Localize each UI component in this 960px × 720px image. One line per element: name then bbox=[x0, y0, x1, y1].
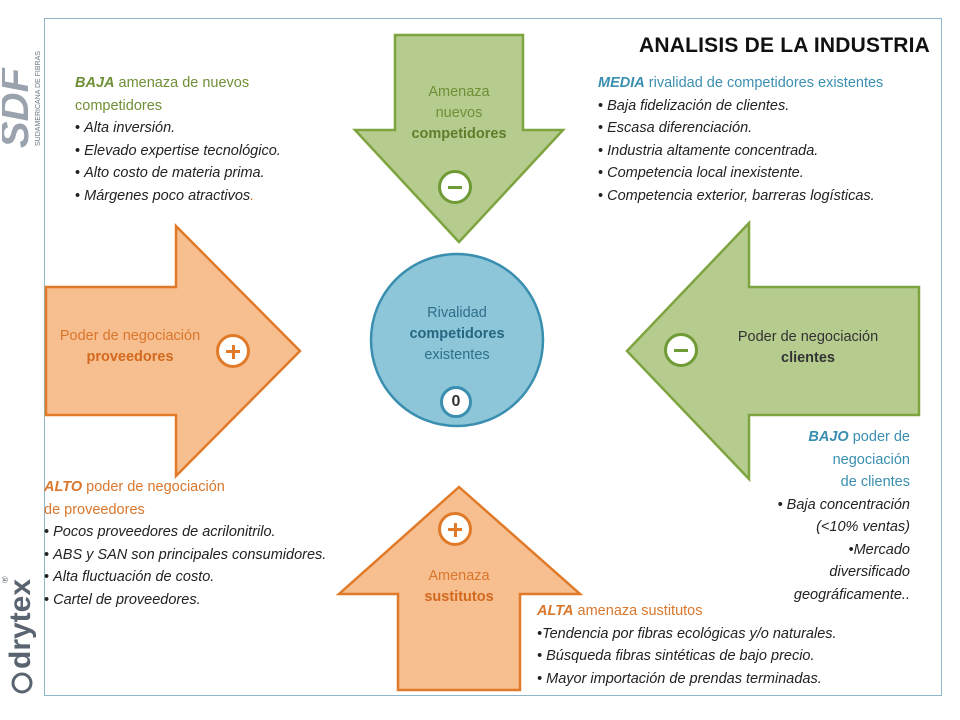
customers-label-line1: Poder de negociación bbox=[737, 329, 879, 345]
list-item: Alta fluctuación de costo. bbox=[44, 566, 384, 589]
company-logos: SDF SUDAMERICANA DE FIBRAS drytex ® bbox=[2, 51, 42, 694]
rivalry-level: MEDIA bbox=[598, 75, 645, 91]
suppliers-arrow bbox=[44, 222, 302, 480]
list-item: • Baja concentración bbox=[777, 496, 910, 513]
list-item-text: Búsqueda fibras sintéticas de bajo preci… bbox=[546, 648, 815, 664]
rivalry-label-line3: existentes bbox=[424, 347, 490, 363]
list-item: Márgenes poco atractivos. bbox=[75, 185, 375, 208]
list-item: •Mercado bbox=[848, 541, 911, 558]
list-item: geográficamente.. bbox=[793, 586, 910, 603]
drytex-logo-mark bbox=[11, 672, 33, 694]
list-item: Competencia exterior, barreras logística… bbox=[598, 185, 943, 208]
list-item: Industria altamente concentrada. bbox=[598, 140, 943, 163]
sdf-logo: SDF SUDAMERICANA DE FIBRAS bbox=[2, 51, 42, 148]
list-item: Cartel de proveedores. bbox=[44, 589, 384, 612]
suppliers-plus-icon bbox=[216, 334, 250, 368]
list-item: Competencia local inexistente. bbox=[598, 162, 943, 185]
customers-label-line2: clientes bbox=[781, 350, 835, 366]
list-item: Escasa diferenciación. bbox=[598, 117, 943, 140]
customers-heading-line3: de clientes bbox=[840, 474, 910, 490]
new-entrants-heading-text: amenaza de nuevos bbox=[114, 75, 250, 91]
list-item-text: Baja concentración bbox=[786, 496, 910, 513]
list-item: (<10% ventas) bbox=[816, 519, 910, 535]
substitutes-list: •Tendencia por fibras ecológicas y/o nat… bbox=[537, 623, 932, 691]
customers-minus-icon bbox=[664, 333, 698, 367]
substitutes-label: Amenaza sustitutos bbox=[398, 566, 520, 608]
rivalry-notes-heading: MEDIA rivalidad de competidores existent… bbox=[598, 72, 943, 95]
new-entrants-notes-heading: BAJA amenaza de nuevos bbox=[75, 72, 375, 95]
list-item-tail: . bbox=[250, 187, 255, 204]
substitutes-label-line1: Amenaza bbox=[428, 568, 490, 584]
substitutes-level: ALTA bbox=[537, 603, 574, 619]
substitutes-plus-icon bbox=[438, 512, 472, 546]
new-entrants-level: BAJA bbox=[75, 75, 115, 91]
list-item: Alto costo de materia prima. bbox=[75, 162, 375, 185]
rivalry-label-line2: competidores bbox=[409, 326, 505, 342]
suppliers-notes: ALTO poder de negociación de proveedores… bbox=[44, 476, 384, 611]
customers-notes-heading: BAJO poder de bbox=[730, 426, 910, 449]
suppliers-notes-heading: ALTO poder de negociación bbox=[44, 476, 384, 499]
new-entrants-label-line2: nuevos bbox=[435, 105, 483, 121]
list-item-text: Mayor importación de prendas terminadas. bbox=[546, 670, 822, 687]
new-entrants-notes: BAJA amenaza de nuevos competidores Alta… bbox=[75, 72, 375, 207]
customers-heading-line2: negociación bbox=[832, 451, 910, 468]
suppliers-label-line2: proveedores bbox=[86, 349, 174, 365]
rivalry-label-line1: Rivalidad bbox=[427, 305, 487, 321]
sdf-logo-text: SDF bbox=[2, 66, 37, 148]
rivalry-notes: MEDIA rivalidad de competidores existent… bbox=[598, 72, 943, 207]
list-item: • Búsqueda fibras sintéticas de bajo pre… bbox=[537, 648, 815, 664]
suppliers-heading-line2: de proveedores bbox=[44, 501, 145, 518]
drytex-logo-text: drytex bbox=[4, 579, 37, 669]
new-entrants-label-line3: competidores bbox=[411, 126, 507, 142]
substitutes-arrow bbox=[335, 485, 584, 692]
suppliers-level: ALTO bbox=[44, 479, 83, 495]
substitutes-notes-heading: ALTA amenaza sustitutos bbox=[537, 600, 932, 623]
list-item: Baja fidelización de clientes. bbox=[598, 95, 943, 118]
drytex-logo: drytex ® bbox=[2, 576, 37, 694]
list-item-text: Márgenes poco atractivos bbox=[84, 187, 251, 204]
customers-label: Poder de negociación clientes bbox=[718, 327, 898, 369]
page-title: ANALISIS DE LA INDUSTRIA bbox=[638, 34, 930, 57]
new-entrants-label: Amenaza nuevos competidores bbox=[395, 82, 523, 145]
list-item: •Tendencia por fibras ecológicas y/o nat… bbox=[537, 625, 837, 642]
slide-frame bbox=[44, 18, 942, 696]
customers-notes: BAJO poder de negociación de clientes • … bbox=[730, 426, 910, 606]
list-item: ABS y SAN son principales consumidores. bbox=[44, 544, 384, 567]
customers-arrow bbox=[625, 219, 921, 483]
list-item: • Mayor importación de prendas terminada… bbox=[537, 670, 822, 687]
customers-heading-text: poder de bbox=[848, 429, 910, 445]
rivalry-label: Rivalidad competidores existentes bbox=[387, 303, 527, 366]
substitutes-heading-text: amenaza sustitutos bbox=[573, 603, 703, 619]
sdf-logo-subtext: SUDAMERICANA DE FIBRAS bbox=[35, 51, 42, 146]
new-entrants-list: Alta inversión. Elevado expertise tecnol… bbox=[75, 117, 375, 207]
list-item: Pocos proveedores de acrilonitrilo. bbox=[44, 521, 384, 544]
new-entrants-minus-icon bbox=[438, 170, 472, 204]
suppliers-heading-text: poder de negociación bbox=[82, 479, 225, 495]
new-entrants-label-line1: Amenaza bbox=[428, 84, 490, 100]
customers-list: • Baja concentración (<10% ventas) •Merc… bbox=[730, 494, 910, 607]
rivalry-circle bbox=[369, 252, 545, 428]
list-item: diversificado bbox=[829, 564, 910, 580]
substitutes-label-line2: sustitutos bbox=[424, 589, 494, 605]
suppliers-label-line1: Poder de negociación bbox=[59, 328, 201, 344]
suppliers-list: Pocos proveedores de acrilonitrilo. ABS … bbox=[44, 521, 384, 611]
customers-level: BAJO bbox=[808, 429, 849, 445]
list-item: Elevado expertise tecnológico. bbox=[75, 140, 375, 163]
rivalry-score-badge: 0 bbox=[440, 386, 472, 418]
rivalry-list: Baja fidelización de clientes. Escasa di… bbox=[598, 95, 943, 208]
rivalry-heading-text: rivalidad de competidores existentes bbox=[644, 75, 884, 91]
list-item: Alta inversión. bbox=[75, 117, 375, 140]
drytex-registered-mark: ® bbox=[2, 576, 10, 583]
new-entrants-heading-line2: competidores bbox=[75, 97, 163, 114]
new-entrants-arrow bbox=[352, 33, 566, 244]
substitutes-notes: ALTA amenaza sustitutos •Tendencia por f… bbox=[537, 600, 932, 690]
suppliers-label: Poder de negociación proveedores bbox=[40, 326, 220, 368]
